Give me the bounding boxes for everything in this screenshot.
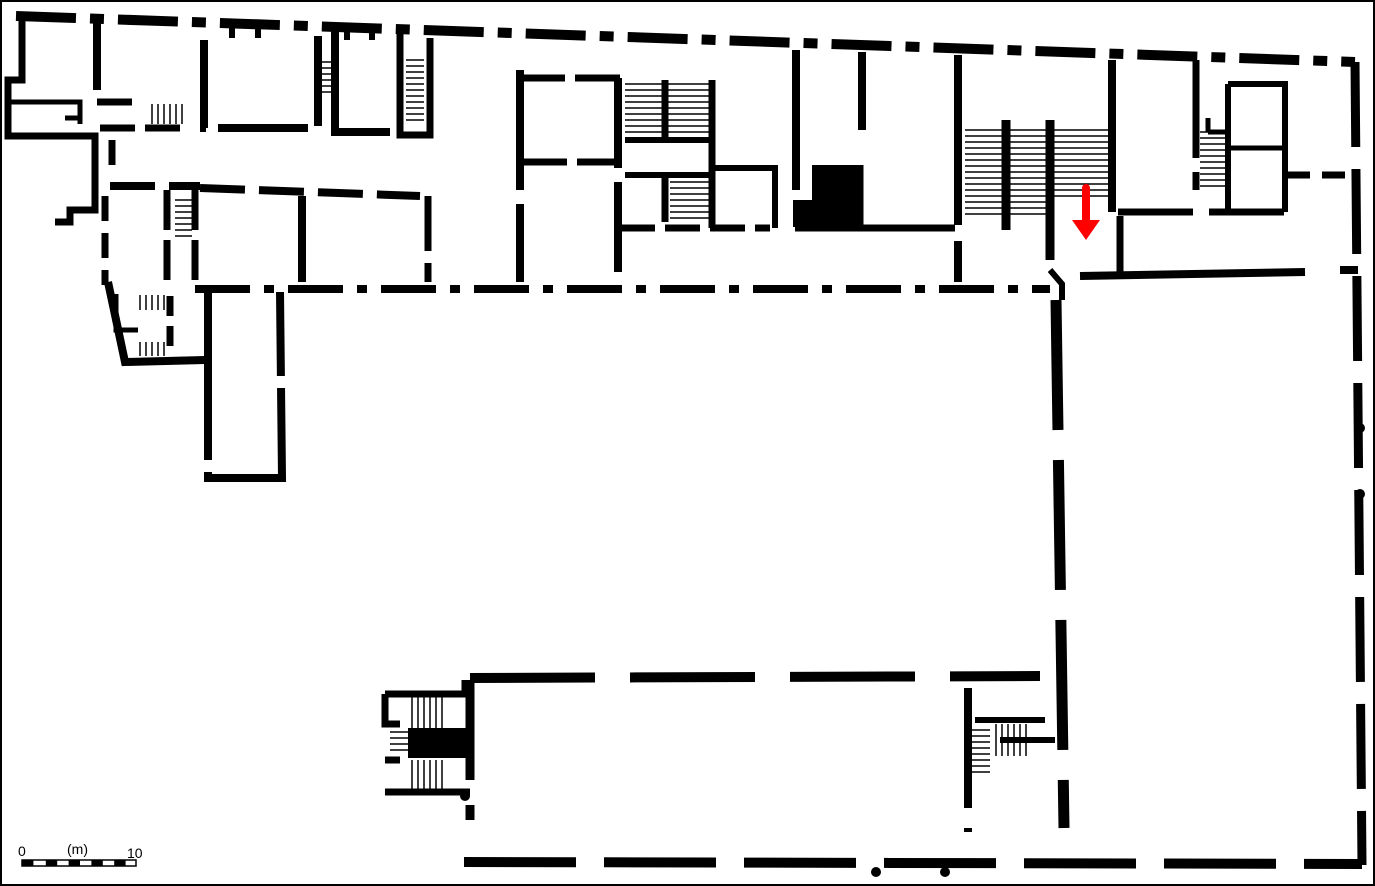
- stair-k: [972, 724, 1027, 773]
- north-wing: [4, 11, 1367, 866]
- wall: [113, 294, 138, 333]
- wall: [104, 281, 206, 367]
- scale-segment: [68, 860, 80, 866]
- scale-segment: [114, 860, 126, 866]
- stair-f: [670, 181, 712, 219]
- wall: [97, 98, 185, 132]
- scale-start-label: 0: [18, 843, 26, 859]
- stair-enclosure: [396, 30, 434, 139]
- column: [460, 791, 470, 801]
- north-facade: [15, 11, 1356, 67]
- stair-g: [965, 129, 1110, 215]
- scale-segment: [45, 860, 58, 866]
- wall: [1079, 268, 1306, 280]
- solid-block: [812, 165, 862, 227]
- room-wall: [331, 30, 390, 136]
- column: [940, 867, 950, 877]
- stair-e: [625, 83, 712, 133]
- stair-h: [1200, 131, 1225, 187]
- stair-d: [175, 199, 192, 237]
- stairs: [139, 59, 1225, 790]
- column: [1355, 489, 1365, 499]
- corner: [1047, 268, 1065, 300]
- landing: [625, 137, 712, 178]
- west-projection: [104, 281, 287, 482]
- west-annex-outline: [4, 18, 99, 226]
- stair-tower-wall: [381, 694, 470, 796]
- stair-tower-wall: [385, 680, 469, 698]
- wall: [712, 165, 778, 228]
- scale-unit-label: (m): [67, 841, 88, 857]
- scale-segment: [22, 860, 34, 866]
- stair-wall: [163, 190, 199, 290]
- courtyard-and-south-wing: [381, 299, 1363, 869]
- column: [871, 867, 881, 877]
- pier: [229, 28, 261, 38]
- scale-end-label: 10: [127, 845, 143, 861]
- stair-c: [151, 104, 183, 124]
- wall: [520, 74, 620, 166]
- solid-block: [408, 728, 466, 758]
- room-wall: [200, 28, 322, 132]
- stair-i: [139, 295, 165, 356]
- solid-masses: [408, 165, 862, 758]
- corridor-wall: [110, 182, 421, 200]
- stair-j: [390, 696, 443, 790]
- wall: [101, 140, 116, 285]
- stair-a: [322, 61, 332, 93]
- solid-block: [793, 200, 815, 227]
- west-annex-inner-wall: [8, 99, 83, 124]
- east-facade: [1350, 61, 1367, 866]
- south-wing-north-wall: [469, 671, 1041, 683]
- wing-outline: [204, 290, 287, 482]
- stair-b: [406, 59, 424, 121]
- red-down-arrow-icon: [1072, 184, 1100, 240]
- column-dots: [460, 423, 1365, 877]
- courtyard-east-wall: [1050, 299, 1070, 829]
- scale-bar: 0 (m) 10: [18, 841, 143, 867]
- stair-wall: [975, 717, 1055, 743]
- south-facade: [463, 857, 1363, 869]
- scale-segment: [91, 860, 103, 866]
- pier: [344, 28, 375, 40]
- column: [1355, 423, 1365, 433]
